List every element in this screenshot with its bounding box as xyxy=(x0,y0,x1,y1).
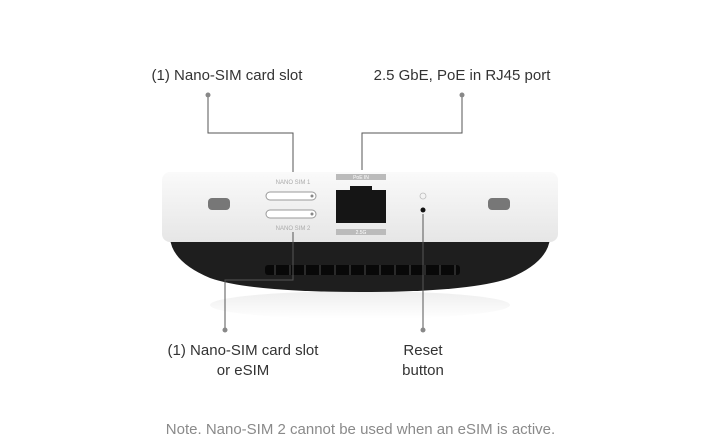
footnote: Note. Nano-SIM 2 cannot be used when an … xyxy=(165,421,556,438)
callout-sim2-line1: (1) Nano-SIM card slot xyxy=(167,342,319,359)
reset-icon xyxy=(419,192,427,200)
callout-sim2: (1) Nano-SIM card slot or eSIM xyxy=(123,341,363,381)
reset-button[interactable] xyxy=(420,207,426,213)
speed-device-label: 2.5G xyxy=(356,230,367,236)
led-left xyxy=(208,198,230,210)
sim2-slot[interactable] xyxy=(265,209,317,219)
sim1-device-label: NANO SIM 1 xyxy=(276,180,311,186)
poe-device-label: PoE IN xyxy=(353,175,369,181)
callout-reset-line1: Reset xyxy=(403,342,443,359)
sim1-slot[interactable] xyxy=(265,191,317,201)
sim2-device-label: NANO SIM 2 xyxy=(276,226,311,232)
led-right xyxy=(488,198,510,210)
vents xyxy=(265,265,460,275)
callout-sim1: (1) Nano-SIM card slot xyxy=(151,67,303,84)
callout-reset: Reset button xyxy=(363,341,483,381)
callout-reset-line2: button xyxy=(402,362,444,379)
callout-lines xyxy=(207,95,463,330)
rj45-port[interactable] xyxy=(336,186,386,223)
device-reflection xyxy=(210,291,510,319)
callout-ethernet: 2.5 GbE, PoE in RJ45 port xyxy=(373,67,551,84)
callout-sim2-line2: or eSIM xyxy=(216,362,270,379)
